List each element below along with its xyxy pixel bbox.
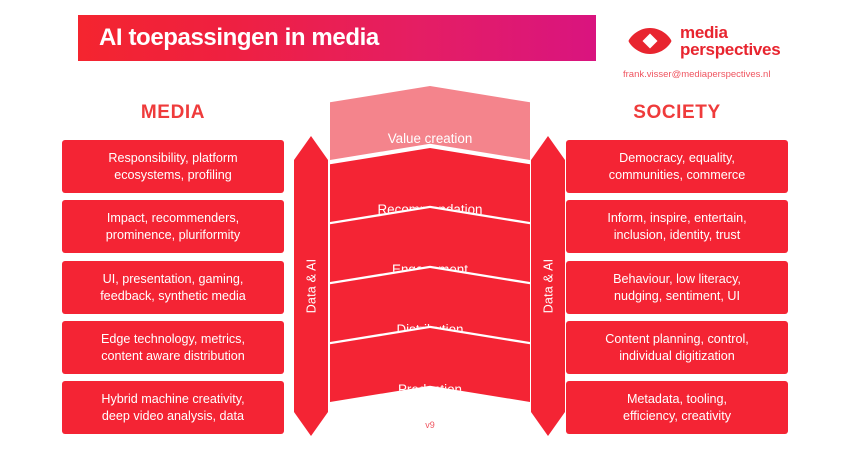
chevron-label: Production xyxy=(397,382,463,397)
brand-logo: media perspectives xyxy=(628,20,808,62)
media-column-heading: MEDIA xyxy=(140,102,206,123)
media-box-label: Edge technology, metrics, content aware … xyxy=(101,331,245,363)
media-box-label: Responsibility, platform ecosystems, pro… xyxy=(108,150,238,182)
eye-logo-icon xyxy=(628,28,672,54)
version-label: v9 xyxy=(425,420,435,430)
data-ai-arrow-left: Data & AI xyxy=(294,136,328,436)
contact-email: frank.visser@mediaperspectives.nl xyxy=(623,69,771,80)
society-box: Content planning, control, individual di… xyxy=(566,321,788,374)
society-box: Democracy, equality, communities, commer… xyxy=(566,140,788,193)
media-box: Impact, recommenders, prominence, plurif… xyxy=(62,200,284,253)
data-ai-arrow-left-label: Data & AI xyxy=(304,258,319,314)
chevron-production: Production xyxy=(330,328,530,402)
society-box-label: Metadata, tooling, efficiency, creativit… xyxy=(622,391,732,423)
society-column-heading: SOCIETY xyxy=(633,102,721,123)
society-box-label: Inform, inspire, entertain, inclusion, i… xyxy=(607,210,747,242)
society-box-label: Content planning, control, individual di… xyxy=(605,331,749,363)
value-chain-chevron-stack: Production Distribution Engagement Recom… xyxy=(330,86,530,442)
media-box: Edge technology, metrics, content aware … xyxy=(62,321,284,374)
page-title: AI toepassingen in media xyxy=(99,24,379,51)
society-box: Metadata, tooling, efficiency, creativit… xyxy=(566,381,788,434)
media-box-label: Hybrid machine creativity, deep video an… xyxy=(101,391,245,423)
society-box: Inform, inspire, entertain, inclusion, i… xyxy=(566,200,788,253)
society-box: Behaviour, low literacy, nudging, sentim… xyxy=(566,261,788,314)
title-banner: AI toepassingen in media xyxy=(78,15,596,61)
media-box: UI, presentation, gaming, feedback, synt… xyxy=(62,261,284,314)
media-box: Hybrid machine creativity, deep video an… xyxy=(62,381,284,434)
brand-line-1: media xyxy=(680,22,728,42)
society-box-label: Democracy, equality, communities, commer… xyxy=(608,150,746,182)
brand-line-2: perspectives xyxy=(680,40,781,59)
data-ai-arrow-right: Data & AI xyxy=(531,136,565,436)
brand-wordmark: media perspectives xyxy=(680,22,781,59)
media-box-label: UI, presentation, gaming, feedback, synt… xyxy=(100,271,246,303)
chevron-label: Value creation xyxy=(387,131,473,146)
data-ai-arrow-right-label: Data & AI xyxy=(541,258,556,314)
media-box: Responsibility, platform ecosystems, pro… xyxy=(62,140,284,193)
society-box-label: Behaviour, low literacy, nudging, sentim… xyxy=(613,271,741,303)
media-box-label: Impact, recommenders, prominence, plurif… xyxy=(105,210,241,242)
